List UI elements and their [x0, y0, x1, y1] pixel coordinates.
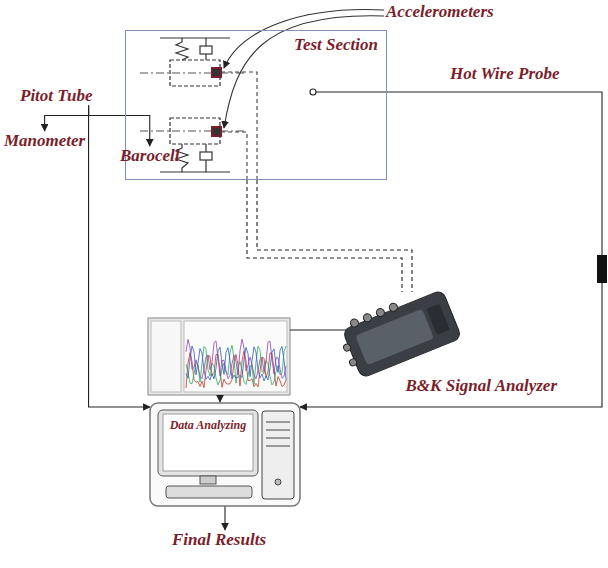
sensor-cable	[247, 180, 402, 292]
node-text: Manometer	[4, 131, 85, 151]
pitot-tube-label: Pitot Tube	[20, 86, 93, 106]
flow-arrow	[300, 92, 602, 407]
node-text: Final Results	[172, 530, 266, 550]
sensor-cable	[221, 72, 257, 180]
computer-node: Data Analyzing	[150, 403, 300, 506]
flow-arrow	[89, 106, 150, 146]
anemometer-unit	[597, 255, 607, 283]
node-text: Pitot Tube	[20, 86, 93, 106]
node-text: Barocell	[120, 146, 180, 166]
probe-cable	[316, 91, 387, 92]
flow-arrow	[45, 106, 89, 131]
computer-illustration	[150, 403, 300, 506]
flow-arrow	[224, 506, 225, 530]
leader-line	[224, 16, 384, 128]
manometer-label: Manometer	[4, 131, 85, 151]
spectrum-trace	[186, 339, 286, 379]
spring-mass-upper	[140, 38, 245, 86]
hot-wire-probe	[310, 89, 316, 95]
node-text: Test Section	[294, 35, 378, 55]
barocell-label: Barocell	[120, 146, 180, 166]
sensor-cable	[221, 132, 247, 180]
analyzer-device	[335, 284, 462, 380]
spectrum-screen	[148, 318, 290, 395]
part-label: Accelerometers	[386, 2, 494, 22]
signal-arrow	[219, 395, 220, 402]
final-results-label: Final Results	[172, 530, 266, 550]
node-text: Data Analyzing	[165, 419, 251, 433]
signal-cable	[290, 329, 346, 330]
analyzer-node: B&K Signal Analyzer	[340, 292, 565, 400]
part-label: Hot Wire Probe	[450, 64, 560, 84]
sensor-cable	[257, 180, 412, 292]
node-text: B&K Signal Analyzer	[406, 376, 557, 396]
